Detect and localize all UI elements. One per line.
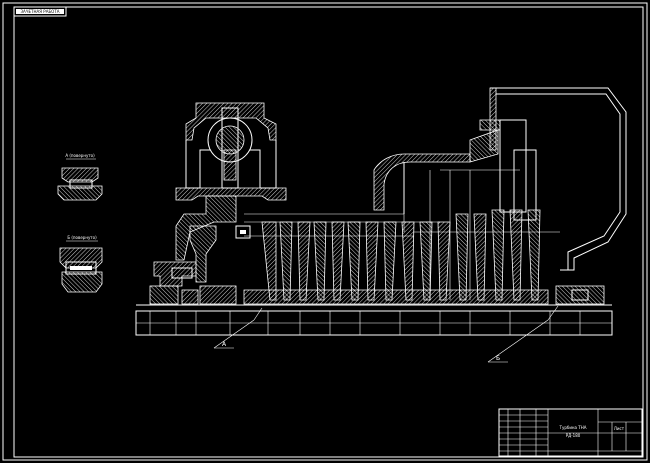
top-left-stamp: ЗАЧЕТНАЯ РАБОТА xyxy=(13,6,67,17)
callout-a-label: А xyxy=(222,341,227,348)
detail-view-b-label: Б (повернуто) xyxy=(67,235,97,240)
title-block: Турбина ТНА РД-180 Лист xyxy=(498,408,643,457)
detail-view-b: Б (повернуто) xyxy=(59,235,103,293)
callout-a-leader: А xyxy=(213,307,263,349)
callout-b-label: Б xyxy=(496,355,500,362)
inner-drawing-frame xyxy=(13,6,644,458)
detail-view-a: А (повернуто) xyxy=(57,153,103,201)
detail-view-a-label: А (повернуто) xyxy=(65,153,95,158)
title-line-2: РД-180 xyxy=(566,433,581,438)
stamp-text: ЗАЧЕТНАЯ РАБОТА xyxy=(20,9,59,14)
rotor-blades xyxy=(261,209,541,301)
callout-b-leader: Б xyxy=(487,305,559,363)
turbine-assembly-section xyxy=(135,87,627,336)
title-sheet-label: Лист xyxy=(614,426,625,431)
title-line-1: Турбина ТНА xyxy=(559,425,587,430)
